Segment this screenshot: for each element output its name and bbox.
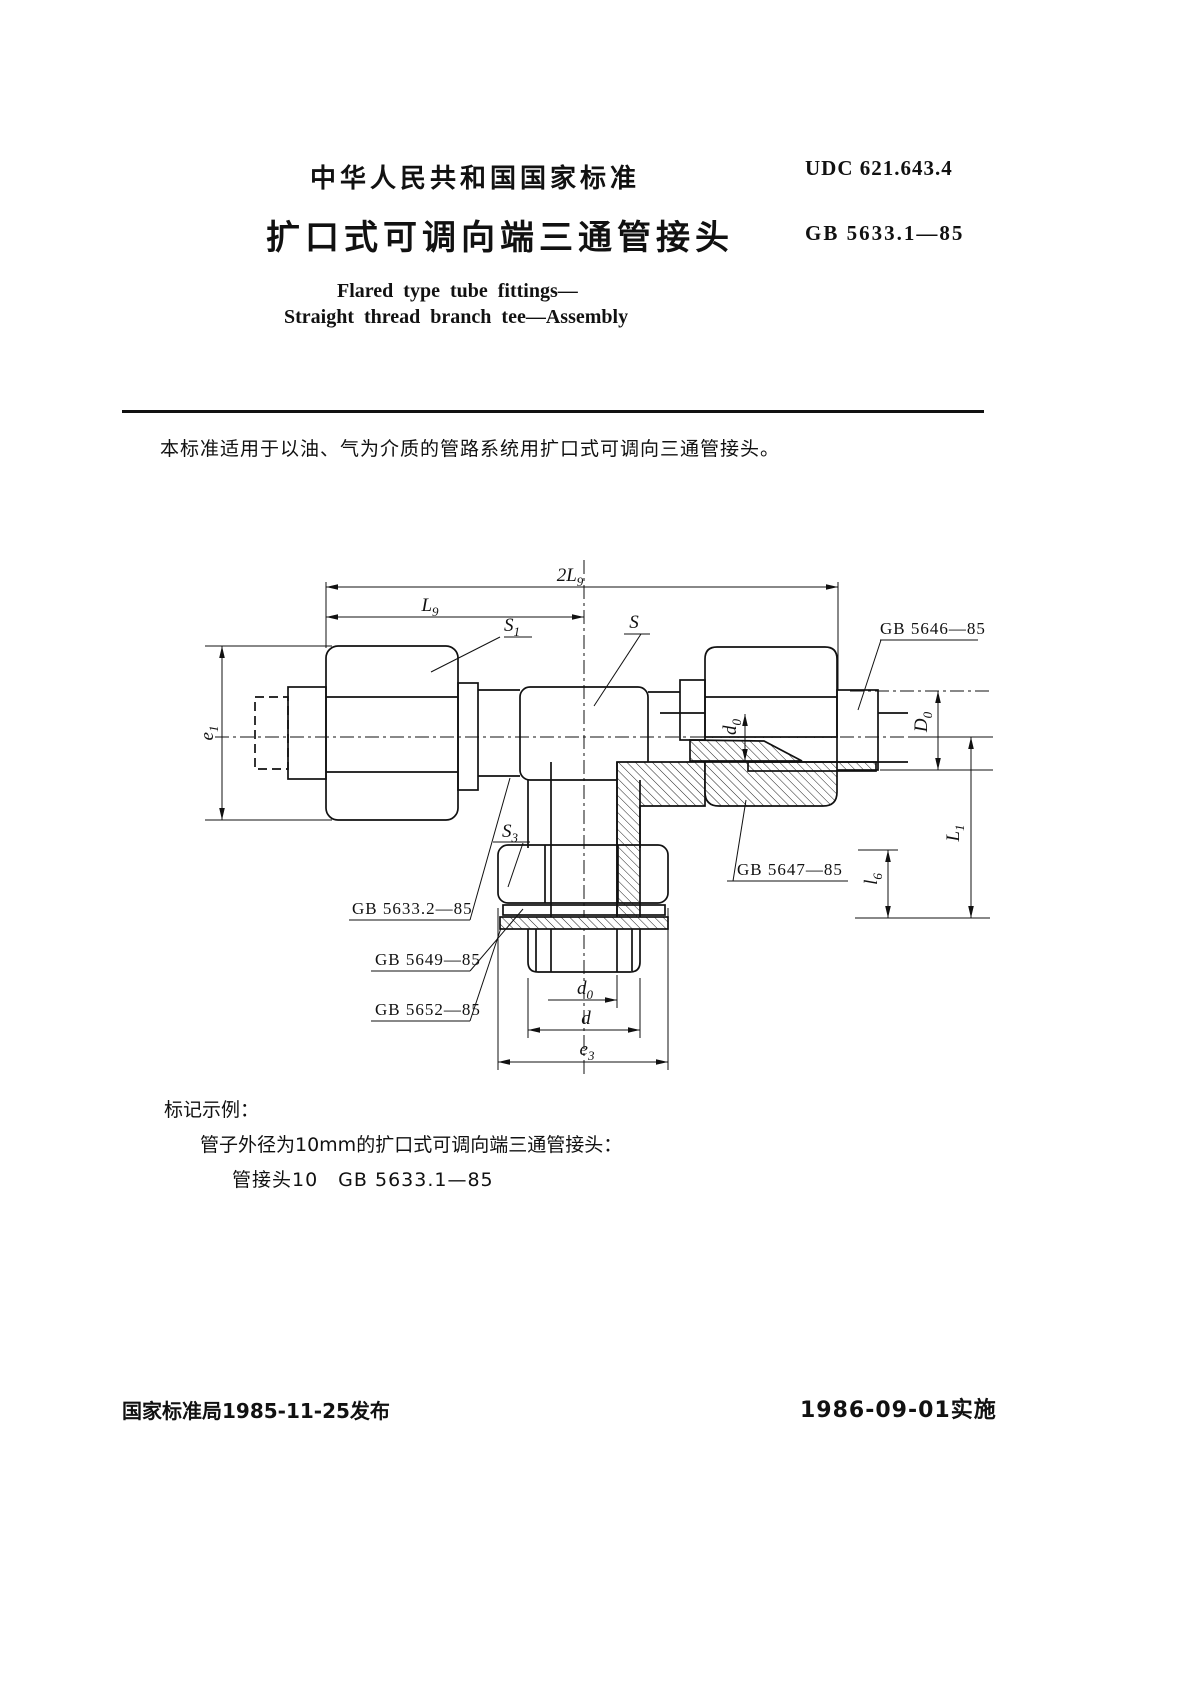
dim-label-s1: S1 [504,615,520,639]
tee-body [519,679,706,929]
ref-label-gb5646: GB 5646—85 [880,619,986,638]
left-tube-and-nut [254,645,520,821]
dim-label-l9: L9 [420,595,439,619]
standard-code: GB 5633.1—85 [805,221,965,245]
marking-example-line2: 管接头10 GB 5633.1—85 [232,1169,494,1191]
footer-effective-date: 1986-09-01实施 [800,1398,997,1423]
national-standard-heading: 中华人民共和国国家标准 [310,164,641,194]
standard-title-cn: 扩口式可调向端三通管接头 [266,218,734,258]
marking-example-heading: 标记示例： [164,1099,260,1121]
marking-example-line1: 管子外径为10mm的扩口式可调向端三通管接头： [200,1134,623,1156]
dim-label-d: d [581,1008,591,1029]
dim-label-d0-bore: d0 [720,719,744,736]
dim-label-s: S [629,612,639,633]
dim-label-2l9: 2L9 [557,565,584,589]
footer-issued-date: 国家标准局1985-11-25发布 [122,1399,390,1423]
dim-label-l6: l6 [861,873,885,885]
ref-label-gb5652: GB 5652—85 [375,1000,481,1019]
dim-label-L1: L1 [943,824,967,842]
dim-label-d0-bottom: d0 [577,978,594,1002]
dim-label-D0: D0 [911,711,935,733]
dim-label-e1: e1 [197,726,221,741]
dimension-lines [205,582,993,1070]
scope-statement: 本标准适用于以油、气为介质的管路系统用扩口式可调向三通管接头。 [160,438,781,460]
bottom-branch [497,780,669,973]
leader-lines [349,633,978,1022]
right-nut-section [689,646,908,807]
centerlines [215,560,908,1075]
udc-number: UDC 621.643.4 [805,156,953,180]
standard-title-en-line2: Straight thread branch tee—Assembly [284,306,629,328]
standard-title-en-line1: Flared type tube fittings— [337,280,578,302]
header-divider-rule [122,410,984,413]
dim-label-s3: S3 [502,821,519,845]
dimension-labels: 2L9 L9 S1 S GB 5646—85 e1 d0 D0 GB 5647—… [197,565,986,1063]
ref-label-gb5649: GB 5649—85 [375,950,481,969]
ref-label-gb5633-2: GB 5633.2—85 [352,899,473,918]
ref-label-gb5647: GB 5647—85 [737,860,843,879]
dim-label-e3: e3 [580,1039,595,1063]
